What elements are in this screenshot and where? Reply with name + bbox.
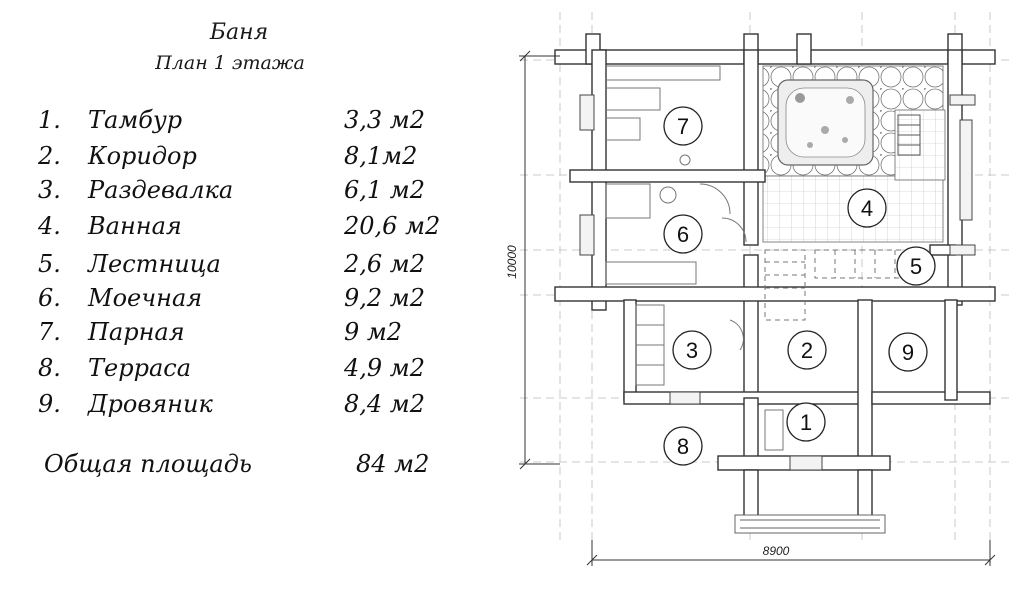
- room-label-7: 7: [663, 106, 703, 146]
- svg-text:7: 7: [677, 114, 689, 139]
- legend-row: 7. Парная 9 м2: [0, 318, 480, 350]
- dimension-width: [586, 540, 996, 566]
- dimension-height: [519, 50, 560, 470]
- room-label-3: 3: [672, 330, 712, 370]
- room-name: Тамбур: [88, 106, 183, 134]
- legend-row: 6. Моечная 9,2 м2: [0, 284, 480, 316]
- room-label-8: 8: [663, 426, 703, 466]
- porch-deck: [734, 514, 886, 534]
- svg-text:3: 3: [686, 338, 698, 363]
- svg-text:9: 9: [902, 340, 914, 365]
- svg-text:6: 6: [677, 222, 689, 247]
- room-number: 8.: [38, 354, 61, 382]
- svg-text:5: 5: [910, 254, 922, 279]
- legend-row: 9. Дровяник 8,4 м2: [0, 390, 480, 422]
- room-label-5: 5: [896, 246, 936, 286]
- jacuzzi-tub: [777, 79, 874, 166]
- room-name: Дровяник: [88, 390, 213, 418]
- room-area: 9 м2: [344, 318, 403, 346]
- dimension-height-label: 10000: [505, 245, 519, 279]
- room-name: Раздевалка: [88, 176, 234, 204]
- room-number: 6.: [38, 284, 61, 312]
- room-number: 9.: [38, 390, 61, 418]
- room-area: 9,2 м2: [344, 284, 425, 312]
- vestibule-bench: [764, 409, 784, 451]
- room-name: Моечная: [88, 284, 203, 312]
- total-area-row: Общая площадь 84 м2: [0, 450, 480, 482]
- room-name: Терраса: [88, 354, 191, 382]
- room-legend: Баня План 1 этажа 1. Тамбур 3,3 м2 2. Ко…: [0, 0, 480, 589]
- total-area-value: 84 м2: [356, 450, 430, 478]
- legend-row: 2. Коридор 8,1м2: [0, 142, 480, 174]
- legend-row: 5. Лестница 2,6 м2: [0, 250, 480, 282]
- room-number: 1.: [38, 106, 61, 134]
- legend-row: 3. Раздевалка 6,1 м2: [0, 176, 480, 208]
- dimension-width-label: 8900: [763, 544, 790, 558]
- svg-text:4: 4: [861, 196, 873, 221]
- staircase: [764, 249, 916, 321]
- legend-row: 1. Тамбур 3,3 м2: [0, 106, 480, 138]
- changing-benches: [635, 304, 744, 386]
- legend-subtitle: План 1 этажа: [155, 52, 305, 74]
- washroom-fixtures: [605, 183, 747, 285]
- room-area: 8,1м2: [344, 142, 418, 170]
- room-number: 4.: [38, 212, 61, 240]
- room-labels: 1 2 3 4 5 6 7 8: [663, 106, 936, 466]
- room-name: Лестница: [88, 250, 221, 278]
- room-number: 2.: [38, 142, 61, 170]
- bath-stairs: [897, 114, 921, 156]
- legend-row: 8. Терраса 4,9 м2: [0, 354, 480, 386]
- room-area: 6,1 м2: [344, 176, 425, 204]
- room-number: 5.: [38, 250, 61, 278]
- svg-text:1: 1: [800, 410, 812, 435]
- legend-row: 4. Ванная 20,6 м2: [0, 212, 480, 244]
- total-area-label: Общая площадь: [44, 450, 252, 478]
- room-area: 2,6 м2: [344, 250, 425, 278]
- room-area: 4,9 м2: [344, 354, 425, 382]
- svg-text:8: 8: [677, 434, 689, 459]
- room-number: 3.: [38, 176, 61, 204]
- room-label-6: 6: [663, 214, 703, 254]
- room-number: 7.: [38, 318, 61, 346]
- room-name: Ванная: [88, 212, 182, 240]
- room-label-1: 1: [786, 402, 826, 442]
- room-label-9: 9: [888, 332, 928, 372]
- svg-text:2: 2: [801, 338, 813, 363]
- windows: [579, 94, 976, 471]
- sauna-benches: [606, 65, 721, 166]
- room-name: Парная: [88, 318, 185, 346]
- room-area: 8,4 м2: [344, 390, 425, 418]
- walls: [554, 33, 996, 521]
- room-label-2: 2: [787, 330, 827, 370]
- room-area: 20,6 м2: [344, 212, 441, 240]
- room-label-4: 4: [847, 188, 887, 228]
- legend-title: Баня: [209, 20, 269, 45]
- room-name: Коридор: [88, 142, 197, 170]
- room-area: 3,3 м2: [344, 106, 425, 134]
